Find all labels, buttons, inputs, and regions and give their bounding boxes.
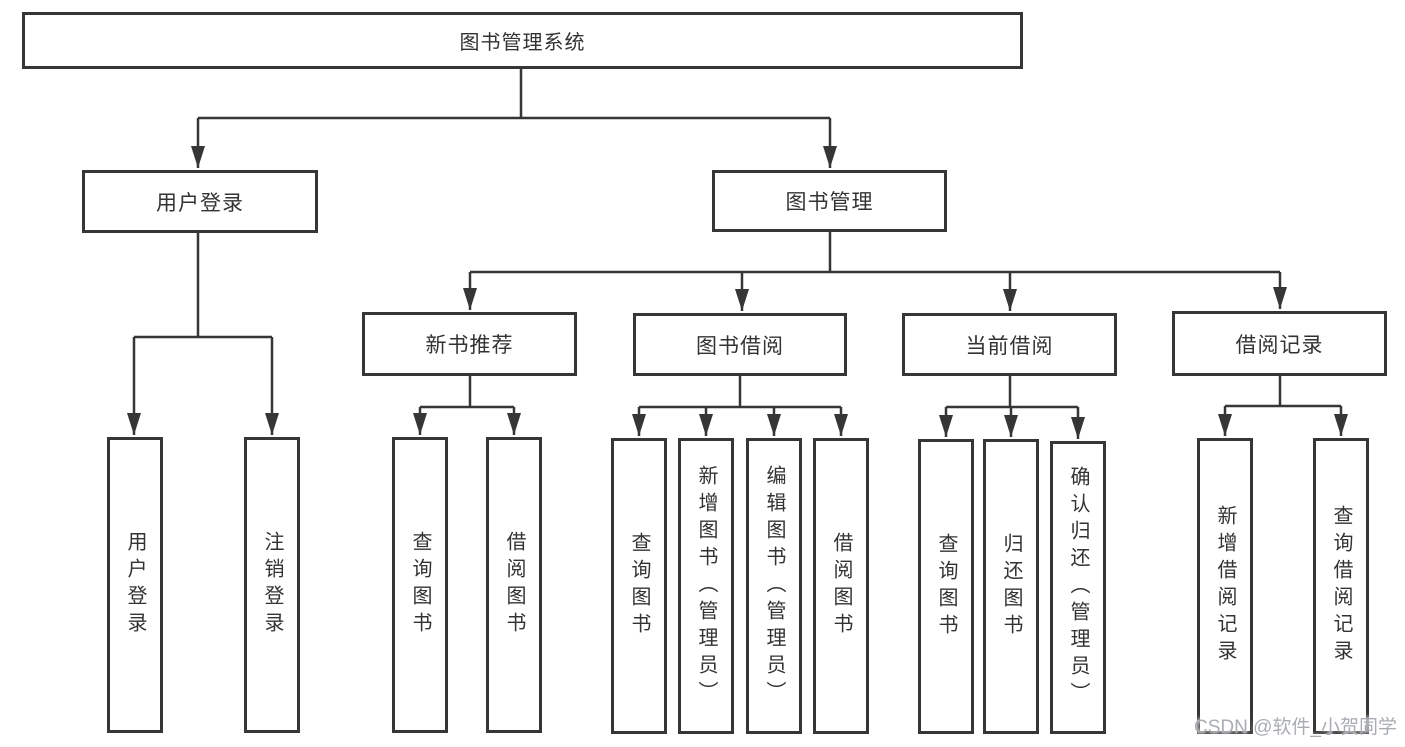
node-user-login: 用户登录 — [82, 170, 318, 233]
leaf-logout: 注销登录 — [244, 437, 300, 733]
leaf-newbooks-borrow: 借阅图书 — [486, 437, 542, 733]
node-user-login-label: 用户登录 — [156, 191, 244, 215]
node-current-borrowing: 当前借阅 — [902, 313, 1117, 376]
leaf-records-add-label: 新增借阅记录 — [1214, 505, 1236, 667]
leaf-borrow-borrow-label: 借阅图书 — [830, 532, 852, 640]
leaf-records-query-label: 查询借阅记录 — [1330, 505, 1352, 667]
node-borrowing-records: 借阅记录 — [1172, 311, 1387, 376]
node-new-books: 新书推荐 — [362, 312, 577, 376]
leaf-borrow-add: 新增图书（管理员） — [678, 438, 734, 734]
leaf-newbooks-query-label: 查询图书 — [409, 531, 431, 639]
node-root-label: 图书管理系统 — [459, 32, 586, 54]
csdn-watermark: CSDN @软件_小贺同学 — [1194, 717, 1397, 738]
leaf-records-query: 查询借阅记录 — [1313, 438, 1369, 734]
node-borrowing-records-label: 借阅记录 — [1235, 333, 1324, 357]
leaf-current-return-label: 归还图书 — [1000, 532, 1022, 641]
leaf-newbooks-borrow-label: 借阅图书 — [503, 531, 525, 639]
leaf-current-return: 归还图书 — [983, 439, 1039, 734]
leaf-user-login-label: 用户登录 — [124, 531, 146, 639]
leaf-current-query-label: 查询图书 — [935, 532, 957, 641]
leaf-borrow-edit-label: 编辑图书（管理员） — [763, 464, 785, 708]
node-book-management-label: 图书管理 — [785, 191, 874, 214]
leaf-logout-label: 注销登录 — [261, 531, 283, 639]
node-book-borrowing-label: 图书借阅 — [696, 334, 784, 358]
leaf-borrow-query-label: 查询图书 — [628, 532, 650, 640]
node-current-borrowing-label: 当前借阅 — [965, 334, 1054, 358]
leaf-current-confirm: 确认归还（管理员） — [1050, 441, 1106, 734]
leaf-records-add: 新增借阅记录 — [1197, 438, 1253, 734]
leaf-newbooks-query: 查询图书 — [392, 437, 448, 733]
leaf-current-query: 查询图书 — [918, 439, 974, 734]
leaf-borrow-query: 查询图书 — [611, 438, 667, 734]
leaf-borrow-add-label: 新增图书（管理员） — [695, 464, 717, 708]
node-root: 图书管理系统 — [22, 12, 1023, 69]
node-book-management: 图书管理 — [712, 170, 947, 232]
node-book-borrowing: 图书借阅 — [633, 313, 847, 376]
leaf-borrow-edit: 编辑图书（管理员） — [746, 438, 802, 734]
leaf-user-login: 用户登录 — [107, 437, 163, 733]
leaf-borrow-borrow: 借阅图书 — [813, 438, 869, 734]
leaf-current-confirm-label: 确认归还（管理员） — [1067, 466, 1089, 709]
node-new-books-label: 新书推荐 — [425, 334, 514, 357]
